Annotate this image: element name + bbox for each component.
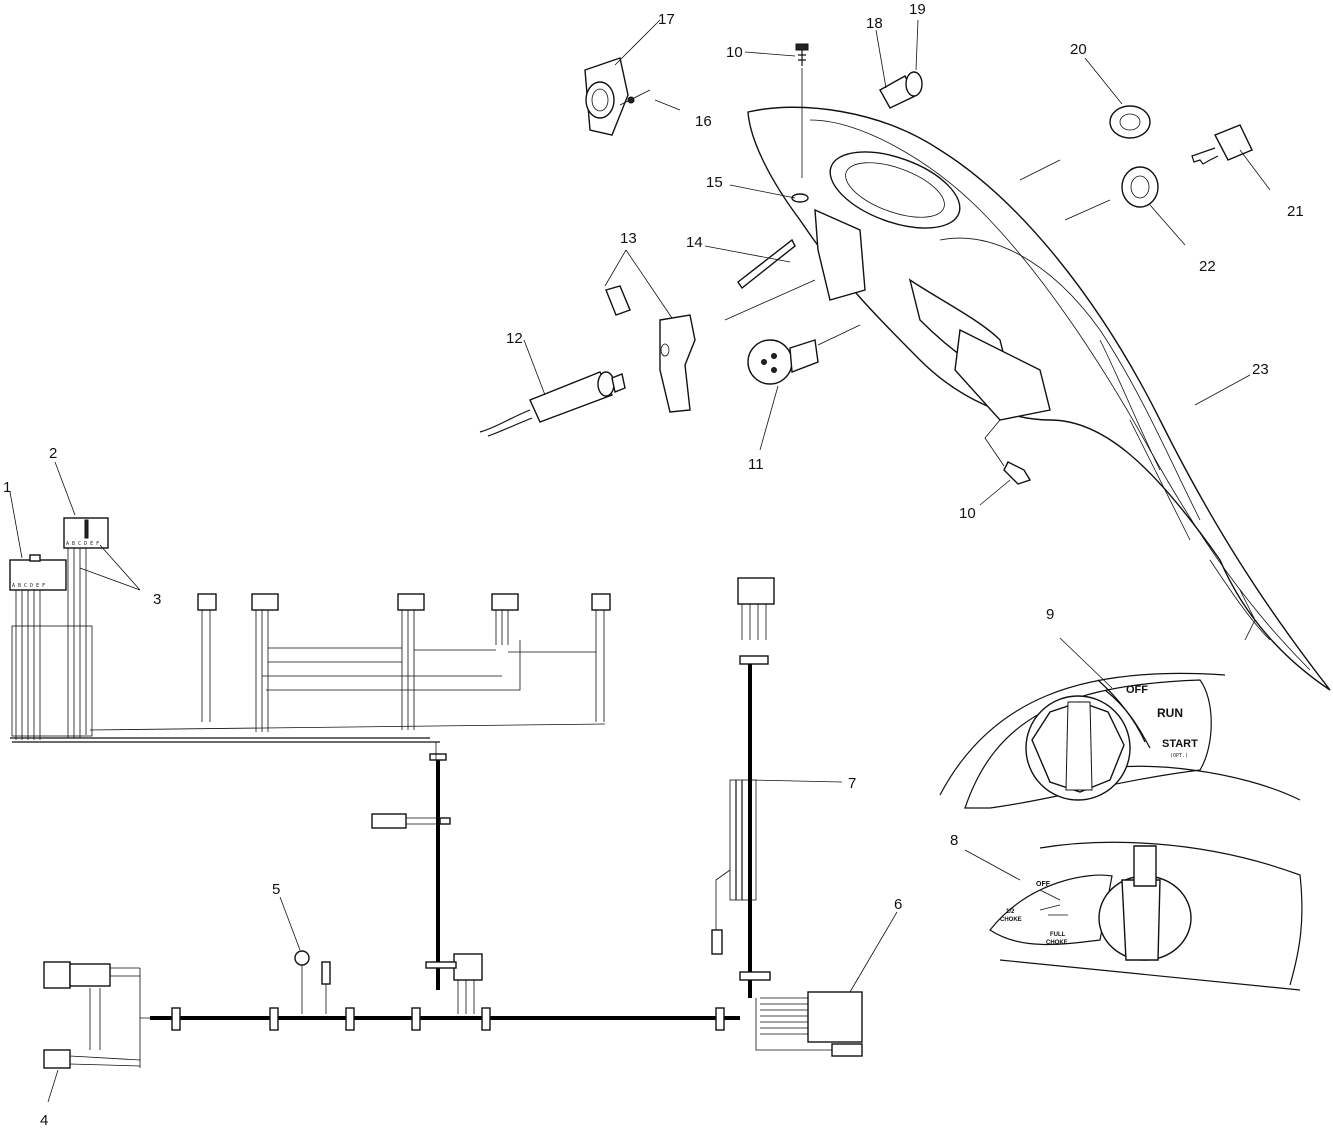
bulb-part-18 <box>879 71 923 109</box>
ignition-panel-labels: OFF RUN START (OPT.) <box>1126 684 1198 759</box>
choke-full-label-2: CHOKE <box>1046 940 1068 946</box>
screw-part-10-bottom <box>984 419 1032 485</box>
callout-12: 12 <box>506 330 523 347</box>
grommet-part-20 <box>1109 105 1151 139</box>
callout-10-bottom: 10 <box>959 505 976 522</box>
callout-1: 1 <box>3 479 11 496</box>
ignition-off-label: OFF <box>1126 684 1148 696</box>
callout-10-top: 10 <box>726 44 743 61</box>
choke-panel <box>964 841 1303 991</box>
ignition-panel <box>939 637 1301 809</box>
callout-13: 13 <box>620 230 637 247</box>
strip-part-14 <box>737 238 796 290</box>
ignition-start-label: START <box>1162 738 1198 750</box>
callout-4: 4 <box>40 1112 48 1128</box>
ignition-run-label: RUN <box>1157 706 1183 720</box>
connector-1-pins: A B C D E F <box>12 583 45 589</box>
grommet-part-22 <box>1121 166 1159 208</box>
callout-18: 18 <box>866 15 883 32</box>
leader-lines-top <box>523 19 1271 506</box>
choke-off-label: OFF <box>1036 881 1051 888</box>
callout-19: 19 <box>909 1 926 18</box>
connector-part-1 <box>9 559 67 591</box>
ignition-switch-part-11 <box>747 339 819 385</box>
callout-3: 3 <box>153 591 161 608</box>
ring-terminal-part-5 <box>294 950 310 966</box>
callout-15: 15 <box>706 174 723 191</box>
callout-9: 9 <box>1046 606 1054 623</box>
callout-22: 22 <box>1199 258 1216 275</box>
callout-20: 20 <box>1070 41 1087 58</box>
bracket-part-17 <box>584 57 629 136</box>
lever-part-13 <box>605 285 696 413</box>
choke-half-label-1: 1/2 <box>1006 909 1015 915</box>
callout-21: 21 <box>1287 203 1304 220</box>
callout-2: 2 <box>49 445 57 462</box>
callout-5: 5 <box>272 881 280 898</box>
connector-2-pins: A B C D E F <box>66 541 99 547</box>
fastener-part-16 <box>619 89 651 106</box>
screw-part-10-top <box>795 43 809 178</box>
washer-part-15 <box>791 193 809 203</box>
wiring-harness: A B C D E F A B C D E F <box>9 517 863 1069</box>
callout-14: 14 <box>686 234 703 251</box>
ignition-start-note: (OPT.) <box>1170 753 1188 759</box>
connector-part-4-upper <box>43 961 71 989</box>
callout-labels: 1 2 3 4 5 6 7 8 9 10 10 11 12 13 14 15 1… <box>3 1 1304 1128</box>
connector-part-4-lower <box>43 1049 71 1069</box>
key-part-21 <box>1191 124 1253 165</box>
callout-17: 17 <box>658 11 675 28</box>
callout-7: 7 <box>848 775 856 792</box>
callout-11: 11 <box>748 456 764 473</box>
console-hood <box>747 106 1331 691</box>
choke-half-label-2: CHOKE <box>1000 917 1022 923</box>
leader-lines-harness <box>9 461 898 1103</box>
choke-panel-labels: OFF 1/2 CHOKE FULL CHOKE <box>1000 881 1068 946</box>
callout-6: 6 <box>894 896 902 913</box>
callout-8: 8 <box>950 832 958 849</box>
callout-16: 16 <box>695 113 712 130</box>
choke-cable-part-12 <box>479 371 626 437</box>
choke-full-label-1: FULL <box>1050 932 1066 938</box>
connector-part-6 <box>807 991 863 1043</box>
callout-23: 23 <box>1252 361 1269 378</box>
